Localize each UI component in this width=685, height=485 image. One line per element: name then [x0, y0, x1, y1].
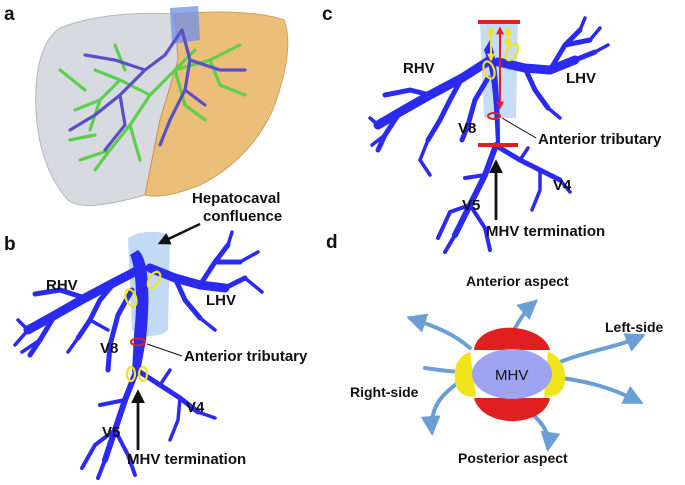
arrow-hepatocaval	[157, 222, 201, 245]
label-hepatocaval-1: Hepatocaval	[192, 190, 280, 207]
mhv-trunk-b	[130, 250, 149, 372]
label-mhv-termination-b: MHV termination	[127, 451, 246, 468]
lhv-ellipse-c	[504, 42, 520, 62]
label-v4-c: V4	[553, 177, 572, 194]
label-mhv-termination-c: MHV termination	[486, 223, 605, 240]
anterior-ellipse-c	[487, 112, 501, 120]
label-mhv-center: MHV	[495, 367, 528, 384]
label-anterior-tributary-b: Anterior tributary	[184, 348, 308, 365]
label-right-side: Right-side	[350, 384, 419, 400]
panel-c: c	[322, 4, 662, 254]
ivc-shadow	[128, 231, 170, 336]
right-side-cap	[454, 352, 476, 397]
v5-ellipse-b	[125, 365, 137, 383]
label-v5-b: V5	[102, 424, 120, 441]
liver-left-lobe	[144, 11, 289, 197]
liver-right-lobe	[35, 12, 179, 206]
rhv-ellipse-b	[124, 288, 138, 308]
hepatic-veins-a	[68, 28, 247, 152]
leader-anterior-b	[146, 343, 183, 357]
mhv-cross-section	[472, 349, 552, 399]
panel-a-letter: a	[4, 4, 15, 25]
rhv-ellipse-c	[482, 60, 496, 80]
label-hepatocaval-2: confluence	[203, 208, 282, 225]
label-anterior-tributary-c: Anterior tributary	[538, 131, 662, 148]
vessels-c	[368, 16, 610, 254]
panel-c-letter: c	[322, 4, 333, 25]
panel-d-letter: d	[326, 232, 338, 253]
anterior-ellipse-b	[130, 337, 146, 347]
label-left-side: Left-side	[605, 319, 664, 335]
panel-b: b Hepatocaval confluen	[4, 190, 308, 480]
label-v8-c: V8	[458, 120, 476, 137]
panel-b-letter: b	[4, 234, 16, 255]
panel-d: d MHV Anterior aspect Left-side Right-si…	[326, 232, 664, 466]
anterior-cap	[474, 327, 550, 350]
label-v8-b: V8	[100, 340, 118, 357]
lhv-ellipse-b	[146, 270, 162, 290]
panel-a: a	[4, 4, 289, 206]
vessels-b	[13, 230, 264, 480]
label-lhv-b: LHV	[206, 292, 236, 309]
label-lhv-c: LHV	[566, 70, 596, 87]
label-anterior-aspect: Anterior aspect	[466, 273, 569, 289]
left-side-cap	[544, 352, 566, 397]
label-v4-b: V4	[186, 399, 205, 416]
label-v5-c: V5	[462, 197, 480, 214]
label-rhv-c: RHV	[403, 60, 435, 77]
posterior-cap	[474, 398, 550, 422]
label-rhv-b: RHV	[46, 277, 78, 294]
label-posterior-aspect: Posterior aspect	[458, 450, 568, 466]
leader-anterior-c	[501, 117, 537, 139]
v4-ellipse-b	[137, 365, 149, 383]
